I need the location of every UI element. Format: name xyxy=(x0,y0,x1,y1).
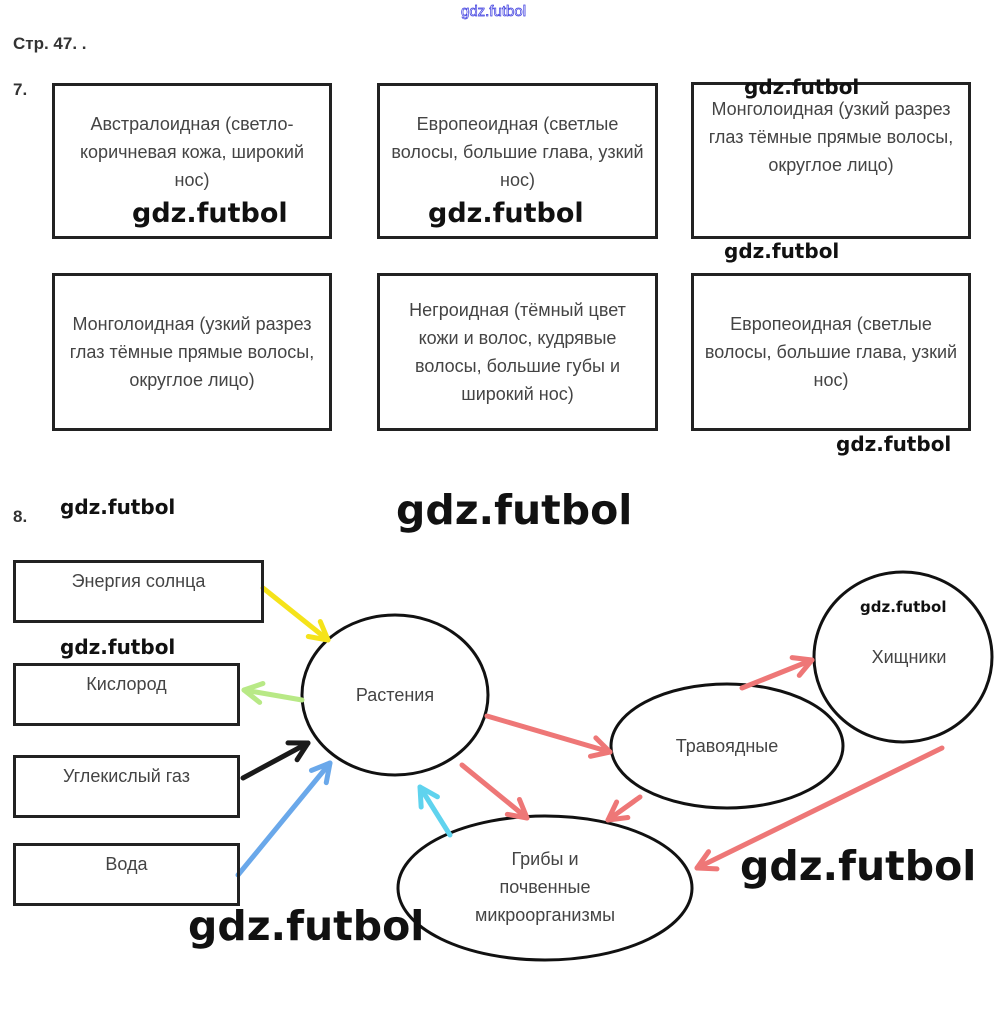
race-box-4: Монголоидная (узкий разрез глаз тёмные п… xyxy=(52,273,332,431)
water-arrow xyxy=(235,760,333,878)
fungi-to-plants-arrow xyxy=(417,784,453,838)
predators-node xyxy=(812,570,994,744)
factor-sun: Энергия солнца xyxy=(13,560,264,623)
watermark: gdz.futbol xyxy=(428,198,584,229)
plants-label: Растения xyxy=(355,685,435,705)
factor-co2: Углекислый газ xyxy=(13,755,240,818)
race-box-3: Монголоидная (узкий разрез глаз тёмные п… xyxy=(691,82,971,239)
fungi-label-line: Грибы и xyxy=(511,849,579,869)
plants-node xyxy=(300,613,490,777)
predators-label: Хищники xyxy=(871,647,947,667)
task7-number: 7. xyxy=(13,80,28,99)
watermark: gdz.futbol xyxy=(744,75,860,99)
plants-to-fungi-arrow xyxy=(459,762,530,821)
watermark: gdz.futbol xyxy=(724,239,840,263)
factor-oxygen: Кислород xyxy=(13,663,240,726)
herbivores-label: Травоядные xyxy=(675,736,779,756)
oxygen-arrow xyxy=(241,681,305,705)
race-box-1: Австралоидная (светло-коричневая кожа, ш… xyxy=(52,83,332,239)
watermark: gdz.futbol xyxy=(60,635,176,659)
fungi-label: Грибы и почвенные микроорганизмы xyxy=(475,845,615,929)
plants-to-herbivores-arrow xyxy=(484,713,613,759)
page-label: Стр. 47. . xyxy=(13,34,87,53)
sun-arrow xyxy=(260,585,331,643)
race-box-2: Европеоидная (светлые волосы, большие гл… xyxy=(377,83,658,239)
watermark: gdz.futbol xyxy=(836,432,952,456)
race-box-5: Негроидная (тёмный цвет кожи и волос, ку… xyxy=(377,273,658,431)
watermark: gdz.futbol xyxy=(132,198,288,229)
co2-arrow xyxy=(240,740,311,781)
watermark: gdz.futbol xyxy=(860,598,947,616)
predators-to-fungi-arrow xyxy=(694,745,945,872)
task8-number: 8. xyxy=(13,507,28,526)
herbivores-to-fungi-arrow xyxy=(605,794,643,823)
watermark: gdz.futbol xyxy=(60,495,176,519)
race-box-6: Европеоидная (светлые волосы, большие гл… xyxy=(691,273,971,431)
watermark: gdz.futbol xyxy=(396,486,633,534)
herbivores-node xyxy=(609,682,845,810)
fungi-label-line: почвенные xyxy=(499,877,591,897)
fungi-node xyxy=(396,814,694,962)
watermark: gdz.futbol xyxy=(188,902,425,950)
factor-water: Вода xyxy=(13,843,240,906)
top-watermark: gdz.futbol xyxy=(461,3,527,21)
fungi-label-line: микроорганизмы xyxy=(474,905,616,925)
herbivores-to-predators-arrow xyxy=(739,655,815,691)
watermark: gdz.futbol xyxy=(740,842,977,890)
